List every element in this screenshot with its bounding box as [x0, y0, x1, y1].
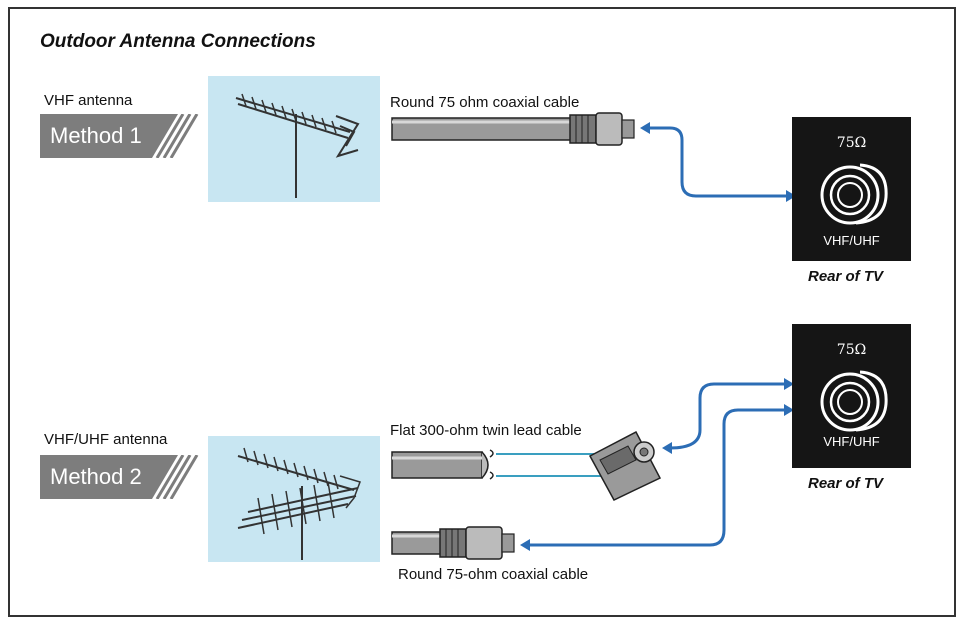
vhf-antenna-label: VHF antenna: [44, 92, 133, 109]
vhf-antenna-icon: [235, 93, 360, 198]
vhf-uhf-antenna-image: [208, 436, 380, 562]
diagram-frame: [8, 7, 956, 617]
vhf-antenna-image: [208, 76, 380, 202]
method-badge-shape: [40, 114, 199, 158]
antenna-jack-icon: [820, 370, 888, 432]
round-coax-cable-label-2: Round 75-ohm coaxial cable: [398, 566, 589, 583]
method-1-text: Method 1: [50, 123, 142, 148]
matching-transformer: [588, 430, 662, 501]
connection-arrow-2a: [662, 378, 794, 454]
method-1-badge: Method 1: [40, 114, 205, 158]
tv-impedance-label-1: 75Ω: [836, 135, 867, 151]
round-coax-cable-label-1: Round 75 ohm coaxial cable: [390, 94, 580, 111]
vhf-uhf-antenna-label: VHF/UHF antenna: [44, 431, 168, 448]
rear-of-tv-caption-1: Rear of TV: [808, 268, 884, 285]
connection-arrow-1: [640, 122, 796, 202]
coax-cable-1: [391, 117, 573, 141]
vhf-uhf-antenna-icon: [237, 447, 361, 560]
tv-impedance-label-2: 75Ω: [836, 342, 867, 358]
method-2-badge: Method 2: [40, 455, 205, 499]
antenna-jack-icon: [820, 163, 888, 225]
tv-input-label-2: VHF/UHF: [823, 434, 880, 449]
tv-input-label-1: VHF/UHF: [823, 233, 880, 248]
f-connector-1: [569, 112, 635, 146]
twin-lead-cable-label: Flat 300-ohm twin lead cable: [390, 422, 582, 439]
method-badge-shape: [40, 455, 199, 499]
diagram-title: Outdoor Antenna Connections: [40, 31, 316, 52]
rear-of-tv-caption-2: Rear of TV: [808, 475, 884, 492]
coax-cable-2: [391, 526, 515, 560]
connection-arrow-2b: [520, 404, 794, 551]
twin-lead-cable: [391, 449, 604, 480]
method-2-text: Method 2: [50, 464, 142, 489]
tv-rear-panel-1: 75Ω VHF/UHF: [792, 117, 911, 261]
tv-rear-panel-2: 75Ω VHF/UHF: [792, 324, 911, 468]
